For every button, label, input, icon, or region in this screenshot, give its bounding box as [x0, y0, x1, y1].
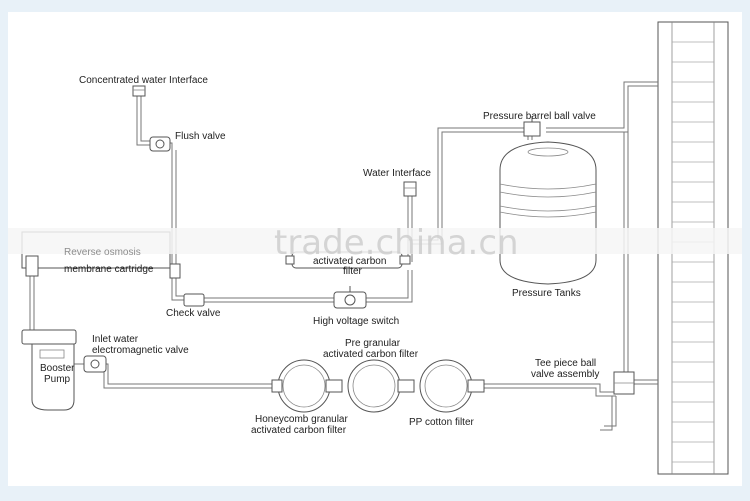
label-activated-carbon-1: activated carbon — [313, 256, 386, 267]
label-inlet-water-1: Inlet water — [92, 334, 139, 345]
filter-honeycomb-carbon — [271, 359, 343, 413]
label-pressure-tanks: Pressure Tanks — [512, 288, 581, 299]
label-high-voltage-switch: High voltage switch — [313, 316, 399, 327]
check-valve — [183, 293, 205, 307]
label-inlet-water-2: electromagnetic valve — [92, 345, 189, 356]
high-voltage-switch — [333, 286, 367, 309]
label-booster-2: Pump — [44, 374, 71, 385]
label-membrane-top: Reverse osmosis — [64, 247, 141, 258]
watermark-text: trade.china.cn — [274, 223, 519, 263]
water-interface-fitting — [403, 181, 417, 197]
booster-pump — [21, 329, 77, 411]
label-check-valve: Check valve — [166, 308, 221, 319]
label-activated-carbon-2: filter — [343, 266, 363, 277]
flush-valve — [149, 136, 171, 152]
filter-pre-granular-carbon — [347, 359, 415, 413]
label-water-interface: Water Interface — [363, 168, 431, 179]
concentrated-water-fitting — [132, 85, 146, 97]
tee-piece-ball-valve — [613, 371, 635, 395]
blur-band — [8, 228, 742, 254]
label-tee-piece-1: Tee piece ball — [535, 358, 596, 369]
label-tee-piece-2: valve assembly — [531, 369, 599, 380]
label-concentrated-water-interface: Concentrated water Interface — [79, 75, 208, 86]
pressure-barrel-ball-valve — [523, 116, 541, 137]
label-booster-1: Booster — [40, 363, 75, 374]
label-membrane-cartridge: membrane cartridge — [64, 264, 154, 275]
label-pp-cotton: PP cotton filter — [409, 417, 475, 428]
inlet-electromagnetic-valve — [83, 355, 107, 373]
label-honeycomb-2: activated carbon filter — [251, 425, 347, 436]
label-pressure-barrel-ball-valve: Pressure barrel ball valve — [483, 111, 596, 122]
filter-pp-cotton — [419, 359, 485, 413]
label-pre-granular-2: activated carbon filter — [323, 349, 419, 360]
label-honeycomb-1: Honeycomb granular — [255, 414, 348, 425]
label-flush-valve: Flush valve — [175, 131, 226, 142]
label-pre-granular-1: Pre granular — [345, 338, 401, 349]
